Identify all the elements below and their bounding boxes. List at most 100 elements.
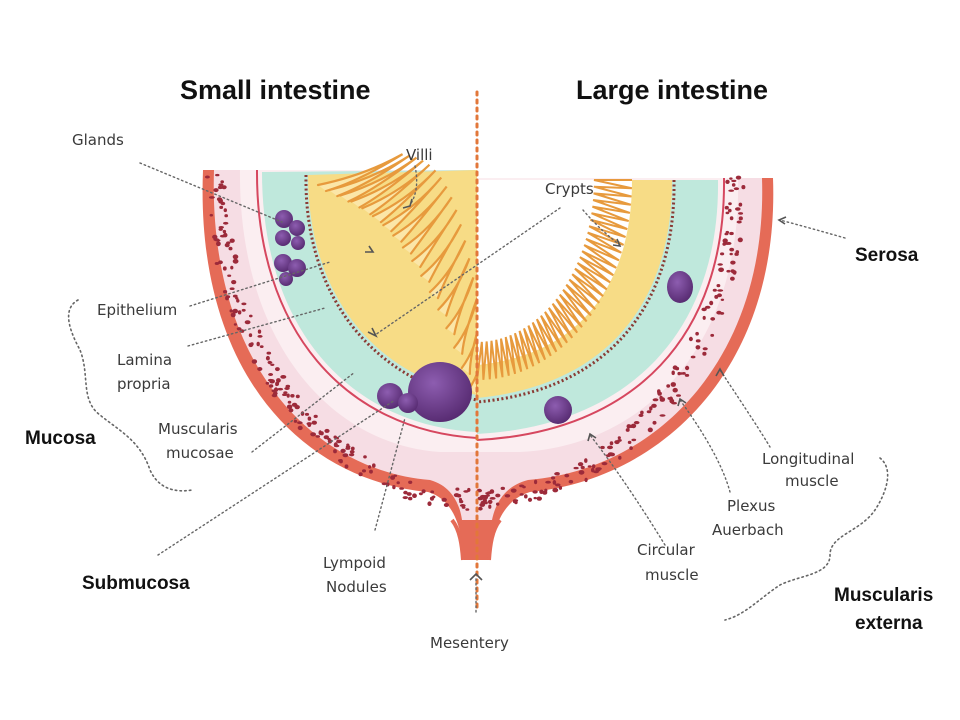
- muscle-dot: [214, 239, 221, 242]
- muscle-dot: [564, 473, 570, 478]
- muscle-dot: [218, 226, 224, 229]
- muscle-dot: [592, 464, 596, 469]
- muscle-dot: [213, 188, 219, 193]
- muscle-dot: [344, 464, 349, 469]
- muscle-dot: [688, 336, 693, 342]
- muscle-dot: [731, 179, 737, 183]
- leader-lines: [139, 162, 846, 613]
- muscularis-externa-label-1: Muscularis: [834, 585, 933, 606]
- muscle-dot: [720, 298, 725, 301]
- large-intestine-title: Large intestine: [576, 75, 768, 105]
- muscle-dot: [728, 208, 732, 213]
- muscle-dot: [311, 420, 317, 425]
- muscularis-mucosae-label-1: Muscularis: [158, 420, 238, 438]
- lymphoid-nodules: [377, 362, 472, 422]
- muscle-dot: [534, 479, 538, 485]
- muscle-dot: [510, 488, 517, 493]
- muscle-dot: [596, 467, 602, 471]
- muscle-divider-right: [477, 177, 726, 441]
- villus: [382, 176, 443, 233]
- muscle-dot: [408, 496, 413, 501]
- muscle-dot: [726, 269, 731, 273]
- crypts-label: Crypts: [545, 180, 594, 198]
- muscle-dot: [244, 320, 251, 325]
- muscle-dot: [533, 496, 537, 500]
- muscle-dot: [218, 260, 223, 265]
- lumen-right: [477, 180, 632, 365]
- muscle-dot: [266, 351, 272, 355]
- muscle-dot: [578, 470, 585, 475]
- muscle-dot: [267, 361, 273, 364]
- longitudinal-muscle-label-1: Longitudinal: [762, 450, 854, 468]
- muscle-dot: [726, 241, 732, 245]
- muscle-dot: [695, 339, 701, 343]
- muscle-dot: [480, 494, 486, 499]
- muscle-dot: [729, 252, 733, 256]
- muscle-dot: [729, 231, 734, 236]
- muscle-dot: [283, 391, 288, 394]
- muscle-dot: [318, 430, 322, 436]
- muscle-dot: [714, 294, 719, 299]
- muscle-dot: [717, 263, 723, 266]
- muscle-dot: [555, 483, 561, 487]
- muscle-dot: [222, 266, 227, 271]
- muscle-dot: [217, 185, 223, 190]
- muscle-dot: [554, 472, 560, 476]
- muscle-dot: [342, 453, 349, 458]
- muscle-dot: [241, 308, 246, 312]
- muscle-divider-left: [255, 169, 477, 439]
- muscle-dot: [392, 485, 396, 490]
- mucosa-label: Mucosa: [25, 428, 96, 449]
- muscle-dot: [219, 205, 224, 209]
- muscle-dot: [717, 293, 722, 298]
- muscle-dot: [584, 477, 588, 483]
- muscle-dot: [349, 450, 355, 454]
- muscle-dot: [282, 393, 288, 397]
- muscle-dot: [412, 493, 417, 499]
- muscle-dot: [679, 372, 684, 375]
- plexus-auerbach-label-2: Auerbach: [712, 521, 784, 539]
- muscle-dot: [333, 444, 340, 448]
- muscle-dot: [286, 393, 290, 398]
- muscle-dot: [306, 422, 312, 426]
- muscle-dot: [275, 381, 279, 387]
- muscle-dot: [479, 502, 486, 507]
- muscle-dot: [297, 425, 303, 431]
- lymphoid-nodules-label-1: Lympoid: [323, 554, 386, 572]
- glands-label: Glands: [72, 131, 124, 149]
- submucosa-label: Submucosa: [82, 573, 190, 594]
- muscle-dot: [327, 439, 333, 444]
- muscle-dot: [396, 481, 400, 485]
- muscle-dot: [729, 247, 735, 252]
- muscle-dot: [558, 485, 563, 490]
- muscle-dot: [223, 232, 228, 238]
- muscle-dot: [568, 479, 574, 484]
- villus: [328, 154, 411, 198]
- muscle-dot: [441, 497, 447, 502]
- muscle-dot: [265, 381, 270, 385]
- muscle-dot: [716, 310, 722, 315]
- muscle-dot: [725, 211, 730, 215]
- muscle-dot: [702, 351, 707, 356]
- muscle-dot: [710, 333, 715, 337]
- lamina-propria-label-2: propria: [117, 375, 171, 393]
- muscle-dot: [287, 400, 292, 404]
- muscle-dot: [551, 476, 556, 480]
- muscle-dot: [402, 496, 408, 500]
- muscle-dot: [729, 177, 733, 180]
- muscularis-mucosae-left: [304, 174, 477, 402]
- muscle-dot: [695, 331, 699, 336]
- mesentery-label: Mesentery: [430, 634, 509, 652]
- muscle-dot: [519, 493, 524, 496]
- muscle-dot: [241, 302, 247, 306]
- mucosa-brace: [67, 299, 193, 492]
- muscle-dot: [657, 391, 662, 396]
- muscle-dot: [294, 405, 300, 410]
- muscle-dot: [489, 497, 496, 500]
- muscle-dot: [218, 183, 224, 186]
- muscle-dot: [731, 183, 736, 187]
- lymphoid-nodules-right: [544, 271, 693, 424]
- villus: [428, 240, 467, 300]
- epithelium-layer-left: [308, 170, 477, 395]
